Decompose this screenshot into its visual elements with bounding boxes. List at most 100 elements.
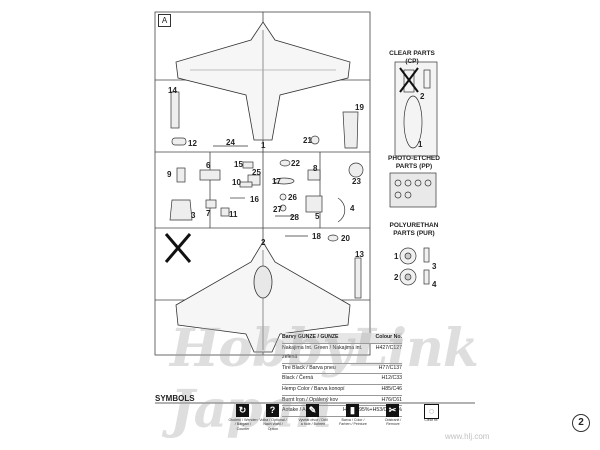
label-part-28: 28: [290, 213, 299, 222]
page-number: 2: [572, 414, 590, 432]
label-part-26: 26: [288, 193, 297, 202]
part-23: [348, 162, 364, 178]
label-part-12: 12: [188, 139, 197, 148]
paint-caption: Barva / Color / Farben / Peinture: [339, 418, 367, 427]
label-part-16: 16: [250, 195, 259, 204]
paint-code: H8/C8 95%+H53/C50 5%: [343, 407, 402, 414]
paint-header-name: Barvy GUNZE / GUNZE: [282, 334, 339, 340]
clear-part-1-label: 1: [418, 140, 423, 149]
paint-row: Nakajima Int. Green / Nakajima int. zele…: [282, 344, 402, 364]
part-6: [199, 169, 221, 181]
flip-caption: Otočení / Wenden / Bargain / Counter: [228, 418, 258, 431]
paint-code: H77/C137: [378, 364, 402, 371]
label-part-7: 7: [206, 209, 211, 218]
label-part-9: 9: [167, 170, 172, 179]
glue-icon: ✎: [306, 404, 319, 417]
sprue-frame: [154, 11, 371, 356]
label-part-23: 23: [352, 177, 361, 186]
paint-header-code: Colour No.: [375, 334, 402, 340]
paint-row: Aotake / Aotake H8/C8 95%+H53/C50 5%: [282, 406, 402, 417]
sprue-letter: A: [158, 14, 171, 27]
photo-etched-title: PHOTO-ETCHED PARTS (PP): [388, 155, 440, 170]
paint-code: H12/C33: [381, 375, 402, 382]
pur-part-2-label: 2: [394, 273, 399, 282]
part-8: [307, 169, 321, 181]
clear-part-2-label: 2: [420, 92, 425, 101]
part-22: [279, 159, 291, 167]
optional-caption: Volba / Optional / Nach Wahl / Option: [259, 418, 287, 431]
clear-parts-title: CLEAR PARTS (CP): [389, 50, 435, 65]
paint-name: Nakajima Int. Green / Nakajima int. zele…: [282, 344, 363, 361]
label-part-5: 5: [315, 212, 320, 221]
remove-icon: ✂: [386, 404, 399, 417]
label-part-3: 3: [191, 211, 196, 220]
paint-row: Tire Black / Barva pneu H77/C137: [282, 364, 402, 375]
optional-icon: ?: [266, 404, 279, 417]
part-15: [242, 161, 254, 169]
label-part-20: 20: [341, 234, 350, 243]
part-7: [205, 199, 217, 209]
label-part-8: 8: [313, 164, 318, 173]
label-part-17: 17: [272, 177, 281, 186]
remove-caption: Odstranit / Remove: [384, 418, 402, 427]
symbols-title: SYMBOLS: [155, 394, 195, 403]
label-part-19: 19: [355, 103, 364, 112]
unused-part-cross: [164, 233, 192, 263]
label-part-18: 18: [312, 232, 321, 241]
label-part-11: 11: [229, 210, 238, 219]
paint-name: Aotake / Aotake: [282, 407, 319, 414]
label-part-25: 25: [252, 168, 261, 177]
label-part-13: 13: [355, 250, 364, 259]
glue-caption: Vyvrtat otvor / Drill a hole / Bohren: [298, 418, 328, 427]
paint-table-header: Barvy GUNZE / GUNZE Colour No.: [282, 333, 402, 344]
part-21: [310, 135, 320, 145]
pur-part-4-label: 4: [432, 280, 437, 289]
part-11: [220, 207, 230, 217]
label-part-24: 24: [226, 138, 235, 147]
paint-icon: ▮: [346, 404, 359, 417]
paint-name: Black / Černá: [282, 375, 314, 382]
watermark-url: www.hlj.com: [445, 432, 490, 441]
photo-etched-sheet: [389, 172, 437, 208]
paint-row: Hemp Color / Barva konopí H85/C46: [282, 385, 402, 396]
pur-part-3-label: 3: [432, 262, 437, 271]
label-part-2: 2: [261, 238, 266, 247]
label-part-6: 6: [206, 161, 211, 170]
part-13: [354, 257, 362, 299]
label-part-4: 4: [350, 204, 355, 213]
part-9: [176, 167, 186, 183]
label-part-21: 21: [303, 136, 312, 145]
part-12: [171, 137, 187, 146]
polyurethan-parts: [399, 247, 430, 286]
part-4: [337, 197, 346, 223]
label-part-14: 14: [168, 86, 177, 95]
label-part-10: 10: [232, 178, 241, 187]
paint-code: H76/C61: [381, 396, 402, 403]
watermark-logo: HobbyLink Japan: [170, 318, 479, 440]
part-14: [170, 91, 180, 129]
label-part-15: 15: [234, 160, 243, 169]
clear-parts-panel: [394, 61, 438, 157]
part-5: [305, 195, 323, 213]
paint-row: Burnt Iron / Opálený kov H76/C61: [282, 396, 402, 407]
paint-name: Hemp Color / Barva konopí: [282, 385, 345, 392]
paint-code: H427/C127: [375, 344, 402, 351]
part-27: [279, 204, 287, 212]
flip-icon: ↻: [236, 404, 249, 417]
polyurethan-title: POLYURETHAN PARTS (PUR): [389, 222, 439, 237]
part-10: [239, 181, 253, 188]
clear-caption: Clear fix: [424, 418, 438, 422]
part-25: [247, 174, 261, 186]
label-part-1: 1: [261, 141, 266, 150]
part-17: [273, 177, 295, 185]
paint-table: Barvy GUNZE / GUNZE Colour No. Nakajima …: [282, 333, 402, 417]
part-3: [169, 199, 193, 221]
paint-code: H85/C46: [381, 385, 402, 392]
label-part-27: 27: [273, 205, 282, 214]
paint-name: Burnt Iron / Opálený kov: [282, 396, 338, 403]
part-19: [342, 111, 359, 149]
clear-icon: ◌: [424, 404, 439, 419]
part-1-wing-top: [175, 21, 351, 141]
paint-name: Tire Black / Barva pneu: [282, 364, 336, 371]
